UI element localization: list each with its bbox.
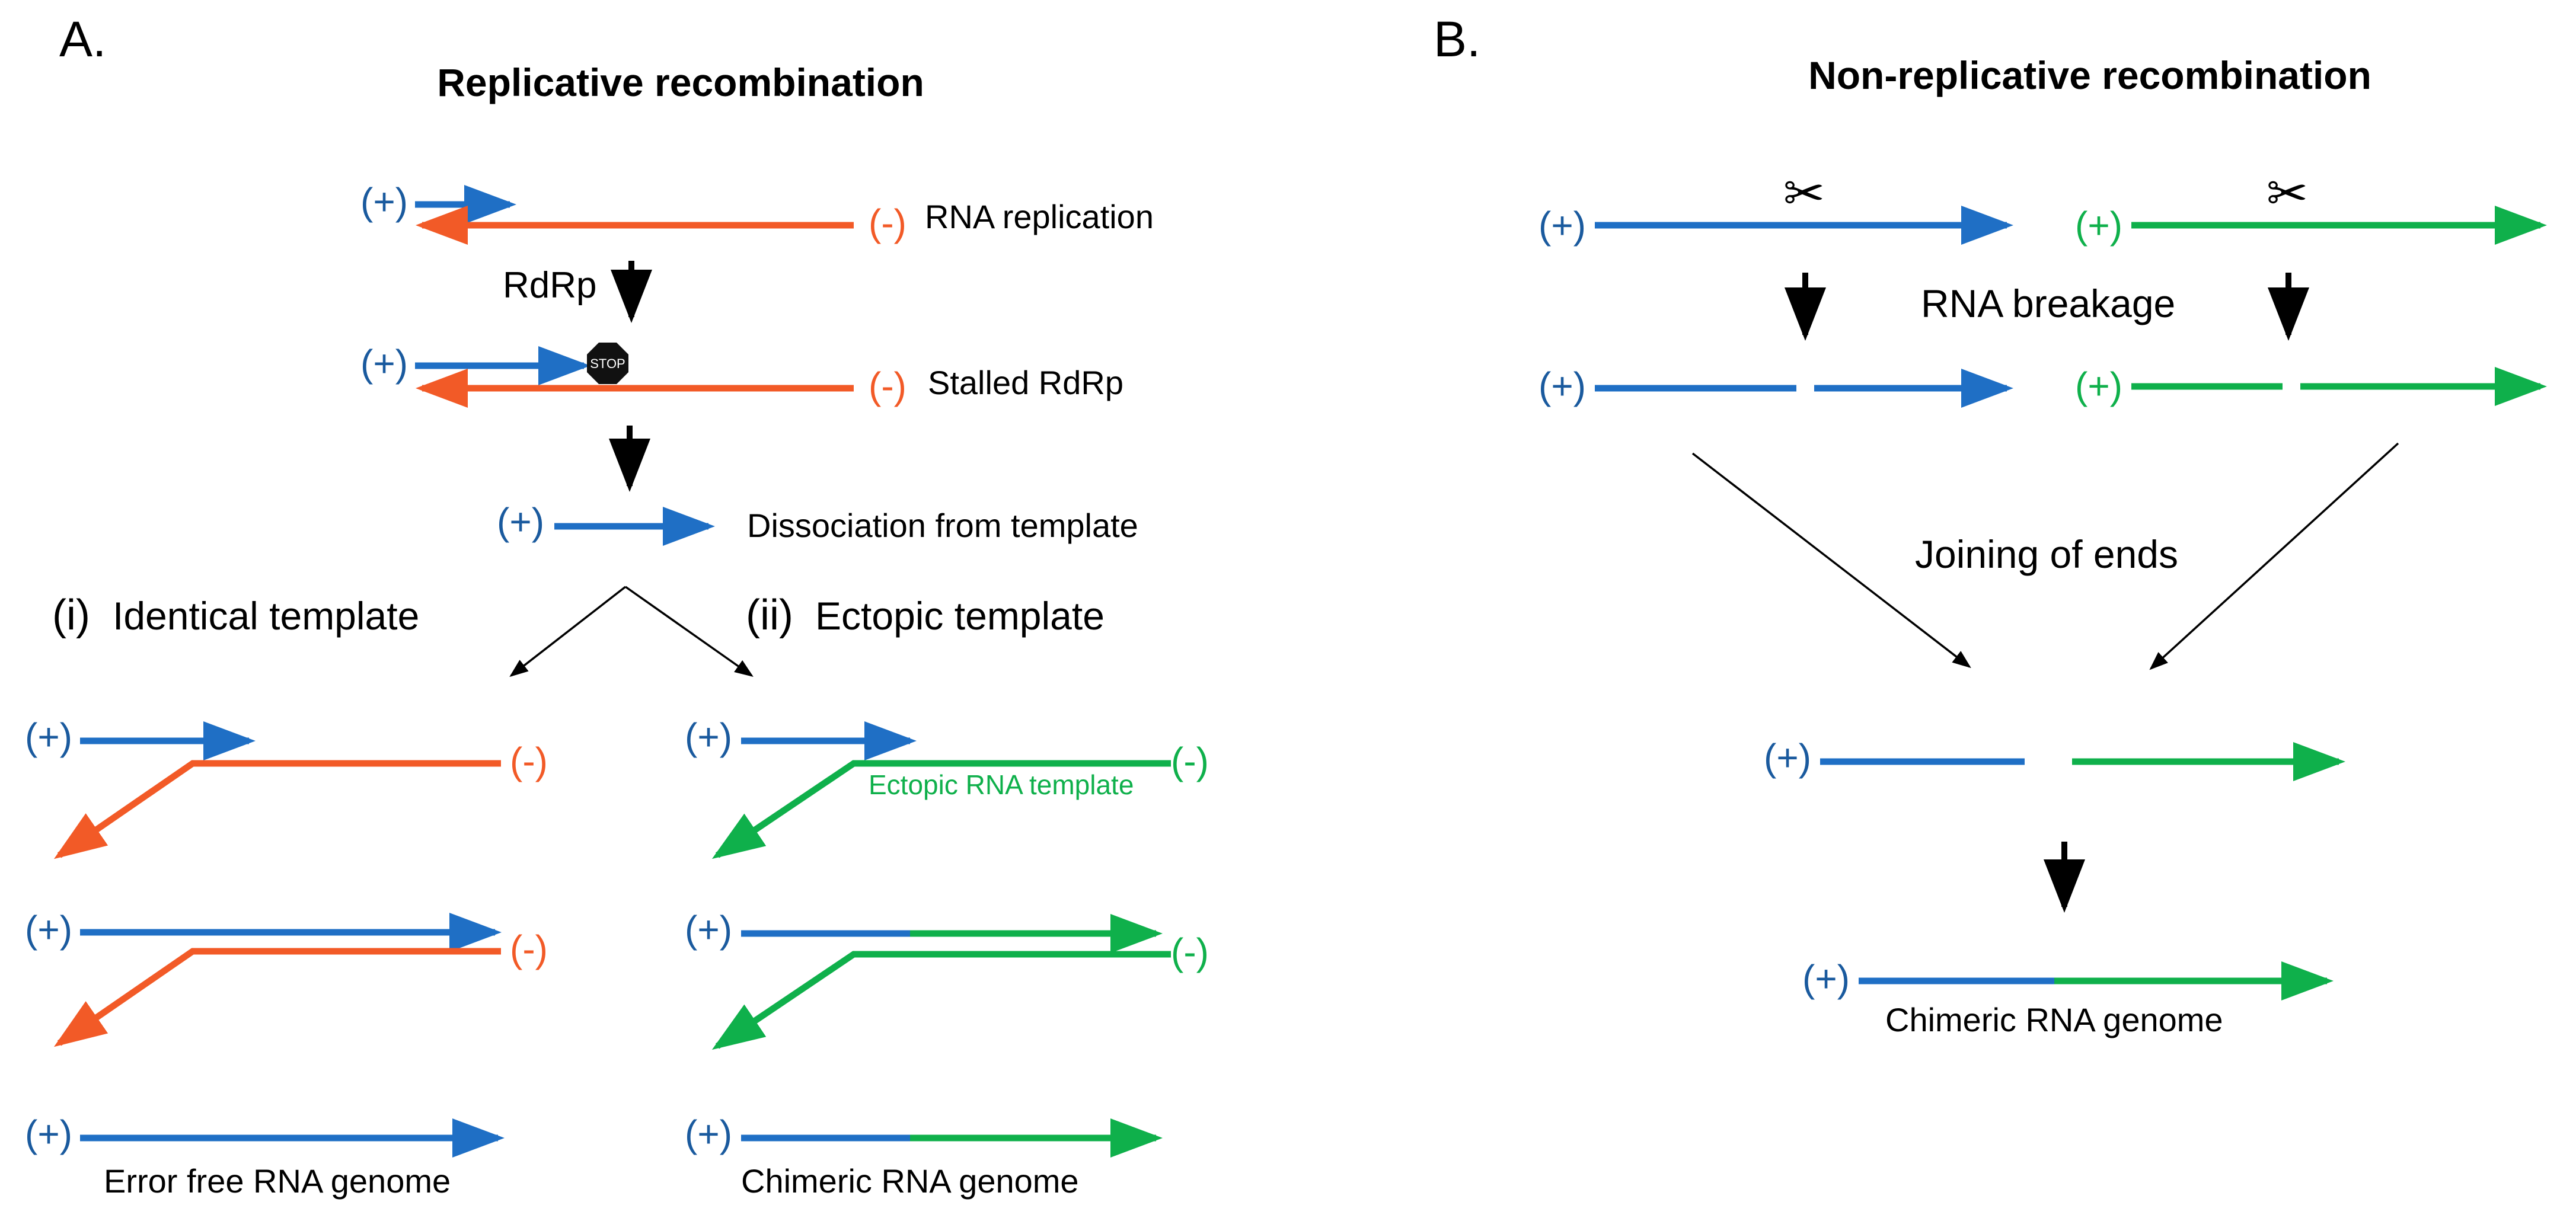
stop-text: STOP bbox=[590, 356, 625, 371]
plus-sign: (+) bbox=[360, 180, 408, 223]
minus-sign: (-) bbox=[510, 740, 548, 782]
plus-sign: (+) bbox=[1802, 957, 1850, 1000]
identical-template-column: (+) (-) (+) (-) (+) Error free RNA genom… bbox=[25, 715, 548, 1200]
minus-sign: (-) bbox=[1171, 740, 1209, 782]
panel-b-letter: B. bbox=[1434, 11, 1480, 67]
minus-sign: (-) bbox=[1171, 931, 1209, 973]
panel-a: A. Replicative recombination (+) (-) RNA… bbox=[25, 11, 1209, 1200]
branch-arrow-left bbox=[509, 586, 627, 677]
chimeric-label: Chimeric RNA genome bbox=[1885, 1001, 2223, 1038]
join-arrow-left bbox=[1691, 452, 1971, 669]
breakage-label: RNA breakage bbox=[1921, 282, 2175, 325]
broken-strands: (+) (+) bbox=[1538, 365, 2547, 408]
fragments-to-join: (+) bbox=[1764, 736, 2345, 781]
minus-strand-template bbox=[53, 948, 501, 1047]
ectopic-template-column: (+) (-) Ectopic RNA template (+) (-) (+)… bbox=[685, 715, 1209, 1200]
branch-i-number: (i) bbox=[52, 592, 90, 639]
minus-sign: (-) bbox=[869, 202, 906, 244]
plus-sign: (+) bbox=[1764, 736, 1811, 779]
plus-sign: (+) bbox=[25, 715, 72, 758]
error-free-label: Error free RNA genome bbox=[104, 1162, 451, 1200]
plus-sign: (+) bbox=[2075, 365, 2122, 407]
plus-sign: (+) bbox=[2075, 204, 2122, 247]
dissociation-label: Dissociation from template bbox=[747, 507, 1138, 544]
panel-b: B. Non-replicative recombination (+) ✂ (… bbox=[1434, 11, 2547, 1038]
plus-sign: (+) bbox=[685, 1112, 732, 1155]
rna-replication-label: RNA replication bbox=[925, 198, 1154, 235]
chimeric-genome: (+) Chimeric RNA genome bbox=[1802, 957, 2334, 1038]
ectopic-template-strand bbox=[711, 951, 1171, 1050]
branch-arrow-right bbox=[624, 586, 754, 677]
plus-sign: (+) bbox=[1538, 204, 1586, 247]
plus-sign: (+) bbox=[497, 500, 544, 543]
stop-sign-icon: STOP bbox=[587, 343, 628, 384]
panel-b-title: Non-replicative recombination bbox=[1808, 53, 2371, 97]
scissors-icon: ✂ bbox=[1783, 164, 1825, 222]
branch-i-label: Identical template bbox=[113, 594, 419, 638]
branch-ii-number: (ii) bbox=[746, 592, 793, 639]
rdrp-label: RdRp bbox=[503, 265, 597, 306]
ectopic-template-label: Ectopic RNA template bbox=[869, 769, 1134, 800]
dissociation-step: (+) Dissociation from template bbox=[497, 500, 1138, 546]
plus-sign: (+) bbox=[685, 908, 732, 951]
stalled-label: Stalled RdRp bbox=[928, 364, 1123, 401]
replication-step: (+) (-) RNA replication bbox=[360, 180, 1154, 245]
panel-a-letter: A. bbox=[59, 11, 106, 67]
minus-sign: (-) bbox=[869, 365, 906, 407]
joining-label: Joining of ends bbox=[1915, 532, 2178, 576]
ectopic-template-strand bbox=[711, 760, 1171, 859]
scissors-icon: ✂ bbox=[2267, 164, 2308, 222]
join-arrow-right bbox=[2149, 442, 2399, 670]
plus-sign: (+) bbox=[25, 1112, 72, 1155]
intact-strands: (+) ✂ (+) ✂ bbox=[1538, 164, 2547, 247]
minus-strand-template bbox=[53, 760, 501, 859]
plus-sign: (+) bbox=[685, 715, 732, 758]
plus-sign: (+) bbox=[1538, 365, 1586, 407]
panel-a-title: Replicative recombination bbox=[437, 60, 924, 104]
plus-sign: (+) bbox=[360, 342, 408, 385]
stalled-step: (+) STOP (-) Stalled RdRp bbox=[360, 342, 1123, 408]
branch-ii-label: Ectopic template bbox=[815, 594, 1105, 638]
chimeric-label: Chimeric RNA genome bbox=[741, 1162, 1079, 1200]
minus-sign: (-) bbox=[510, 928, 548, 970]
plus-sign: (+) bbox=[25, 908, 72, 951]
